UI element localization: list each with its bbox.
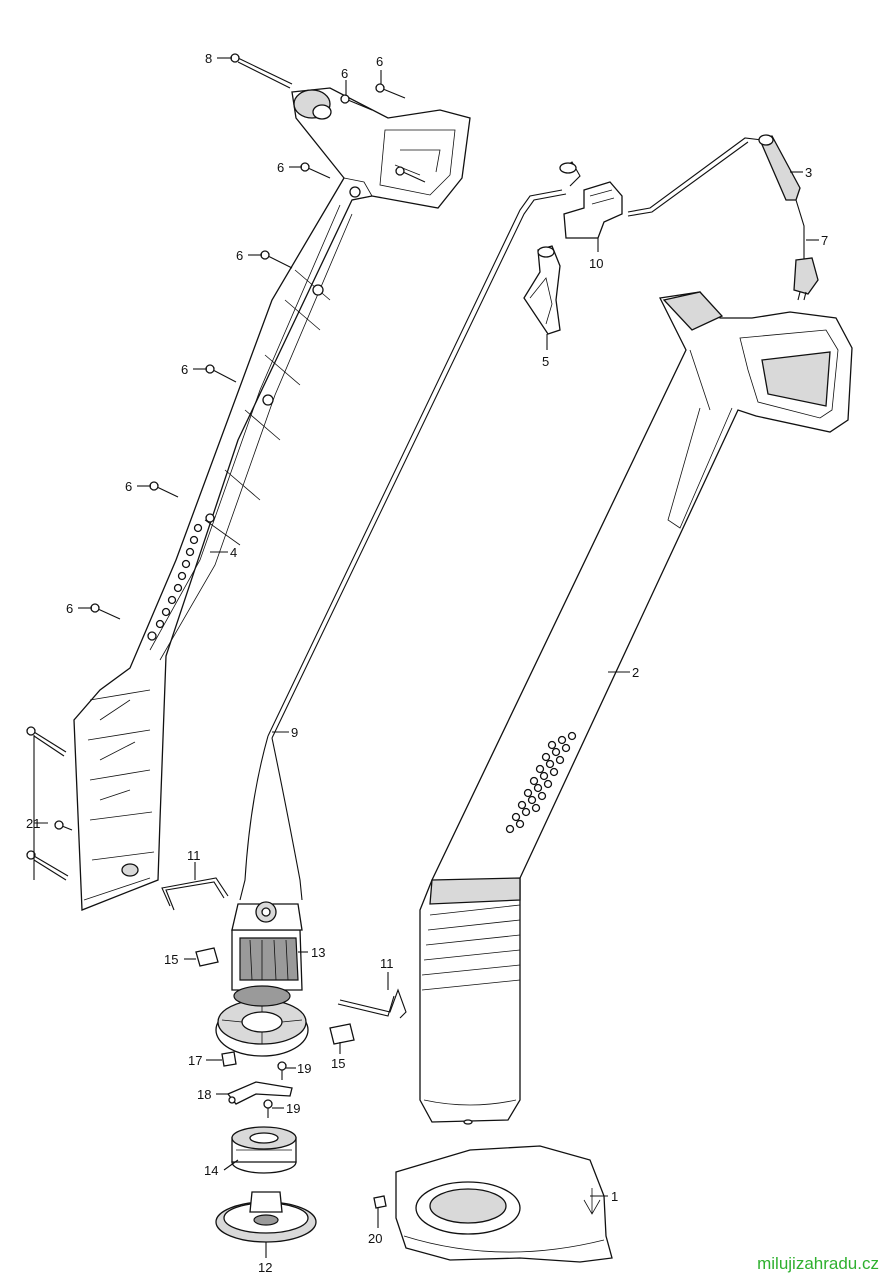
callout-6: 6 bbox=[66, 601, 73, 616]
callout-9: 9 bbox=[291, 725, 298, 740]
part-19-screw bbox=[277, 1061, 287, 1080]
screw-21 bbox=[26, 726, 67, 757]
callout-5: 5 bbox=[542, 354, 549, 369]
callout-8: 8 bbox=[205, 51, 212, 66]
callout-6: 6 bbox=[277, 160, 284, 175]
screw-6 bbox=[90, 603, 121, 620]
part-14-spool bbox=[231, 1126, 297, 1174]
callout-21: 21 bbox=[26, 816, 40, 831]
part-13-motor bbox=[231, 901, 303, 991]
callout-1: 1 bbox=[611, 1189, 618, 1204]
callout-11: 11 bbox=[380, 956, 394, 971]
part-11-clip bbox=[337, 988, 407, 1019]
screw-6 bbox=[205, 364, 237, 383]
part-15-damper bbox=[195, 947, 219, 967]
callout-14: 14 bbox=[204, 1163, 218, 1178]
motor-mount bbox=[215, 985, 309, 1057]
callout-11: 11 bbox=[187, 848, 201, 863]
screw-21 bbox=[54, 820, 73, 831]
callout-17: 17 bbox=[188, 1053, 202, 1068]
callout-3: 3 bbox=[805, 165, 812, 180]
callout-12: 12 bbox=[258, 1260, 272, 1275]
screw-6 bbox=[260, 250, 293, 269]
shaft-vent-holes bbox=[505, 731, 577, 834]
callout-13: 13 bbox=[311, 945, 325, 960]
leader-lines bbox=[33, 57, 819, 1258]
part-2-shaft-shell bbox=[419, 291, 853, 1125]
callout-6: 6 bbox=[341, 66, 348, 81]
part-3-cord-sleeve bbox=[758, 134, 801, 201]
callout-15: 15 bbox=[164, 952, 178, 967]
callout-10: 10 bbox=[589, 256, 603, 271]
callout-19: 19 bbox=[286, 1101, 300, 1116]
watermark-text: milujizahradu.cz bbox=[757, 1254, 879, 1273]
callout-6: 6 bbox=[181, 362, 188, 377]
callout-2: 2 bbox=[632, 665, 639, 680]
callout-7: 7 bbox=[821, 233, 828, 248]
part-5-trigger bbox=[523, 245, 561, 335]
callout-6: 6 bbox=[376, 54, 383, 69]
part-4-handle-shell bbox=[73, 87, 471, 911]
part-19-screw bbox=[263, 1099, 273, 1118]
part-12-spool-cap bbox=[215, 1191, 317, 1243]
screw-21 bbox=[26, 850, 69, 881]
screw-8 bbox=[230, 53, 293, 89]
part-9-wire bbox=[239, 189, 567, 901]
callout-4: 4 bbox=[230, 545, 237, 560]
screw-6 bbox=[300, 162, 331, 179]
part-1-guard bbox=[395, 1145, 613, 1263]
callout-6: 6 bbox=[125, 479, 132, 494]
callout-19: 19 bbox=[297, 1061, 311, 1076]
callout-15: 15 bbox=[331, 1056, 345, 1071]
screw-6 bbox=[395, 166, 426, 183]
screw-6 bbox=[149, 481, 179, 498]
part-10-switch bbox=[559, 161, 623, 239]
shell-screw-bosses bbox=[147, 186, 361, 641]
screw-6 bbox=[375, 83, 406, 99]
callout-18: 18 bbox=[197, 1087, 211, 1102]
callout-20: 20 bbox=[368, 1231, 382, 1246]
callout-6: 6 bbox=[236, 248, 243, 263]
screws bbox=[26, 53, 426, 881]
part-11-clip bbox=[161, 877, 229, 911]
part-7-power-cord bbox=[627, 137, 819, 301]
screw-6 bbox=[340, 94, 373, 111]
part-17-clip bbox=[221, 1051, 237, 1067]
part-20-label bbox=[373, 1195, 387, 1209]
part-15-damper bbox=[329, 1023, 355, 1045]
part-18-bracket bbox=[226, 1081, 293, 1105]
callout-labels: 8 6 6 6 6 6 6 6 3 7 10 5 4 2 9 21 11 11 … bbox=[26, 51, 828, 1275]
